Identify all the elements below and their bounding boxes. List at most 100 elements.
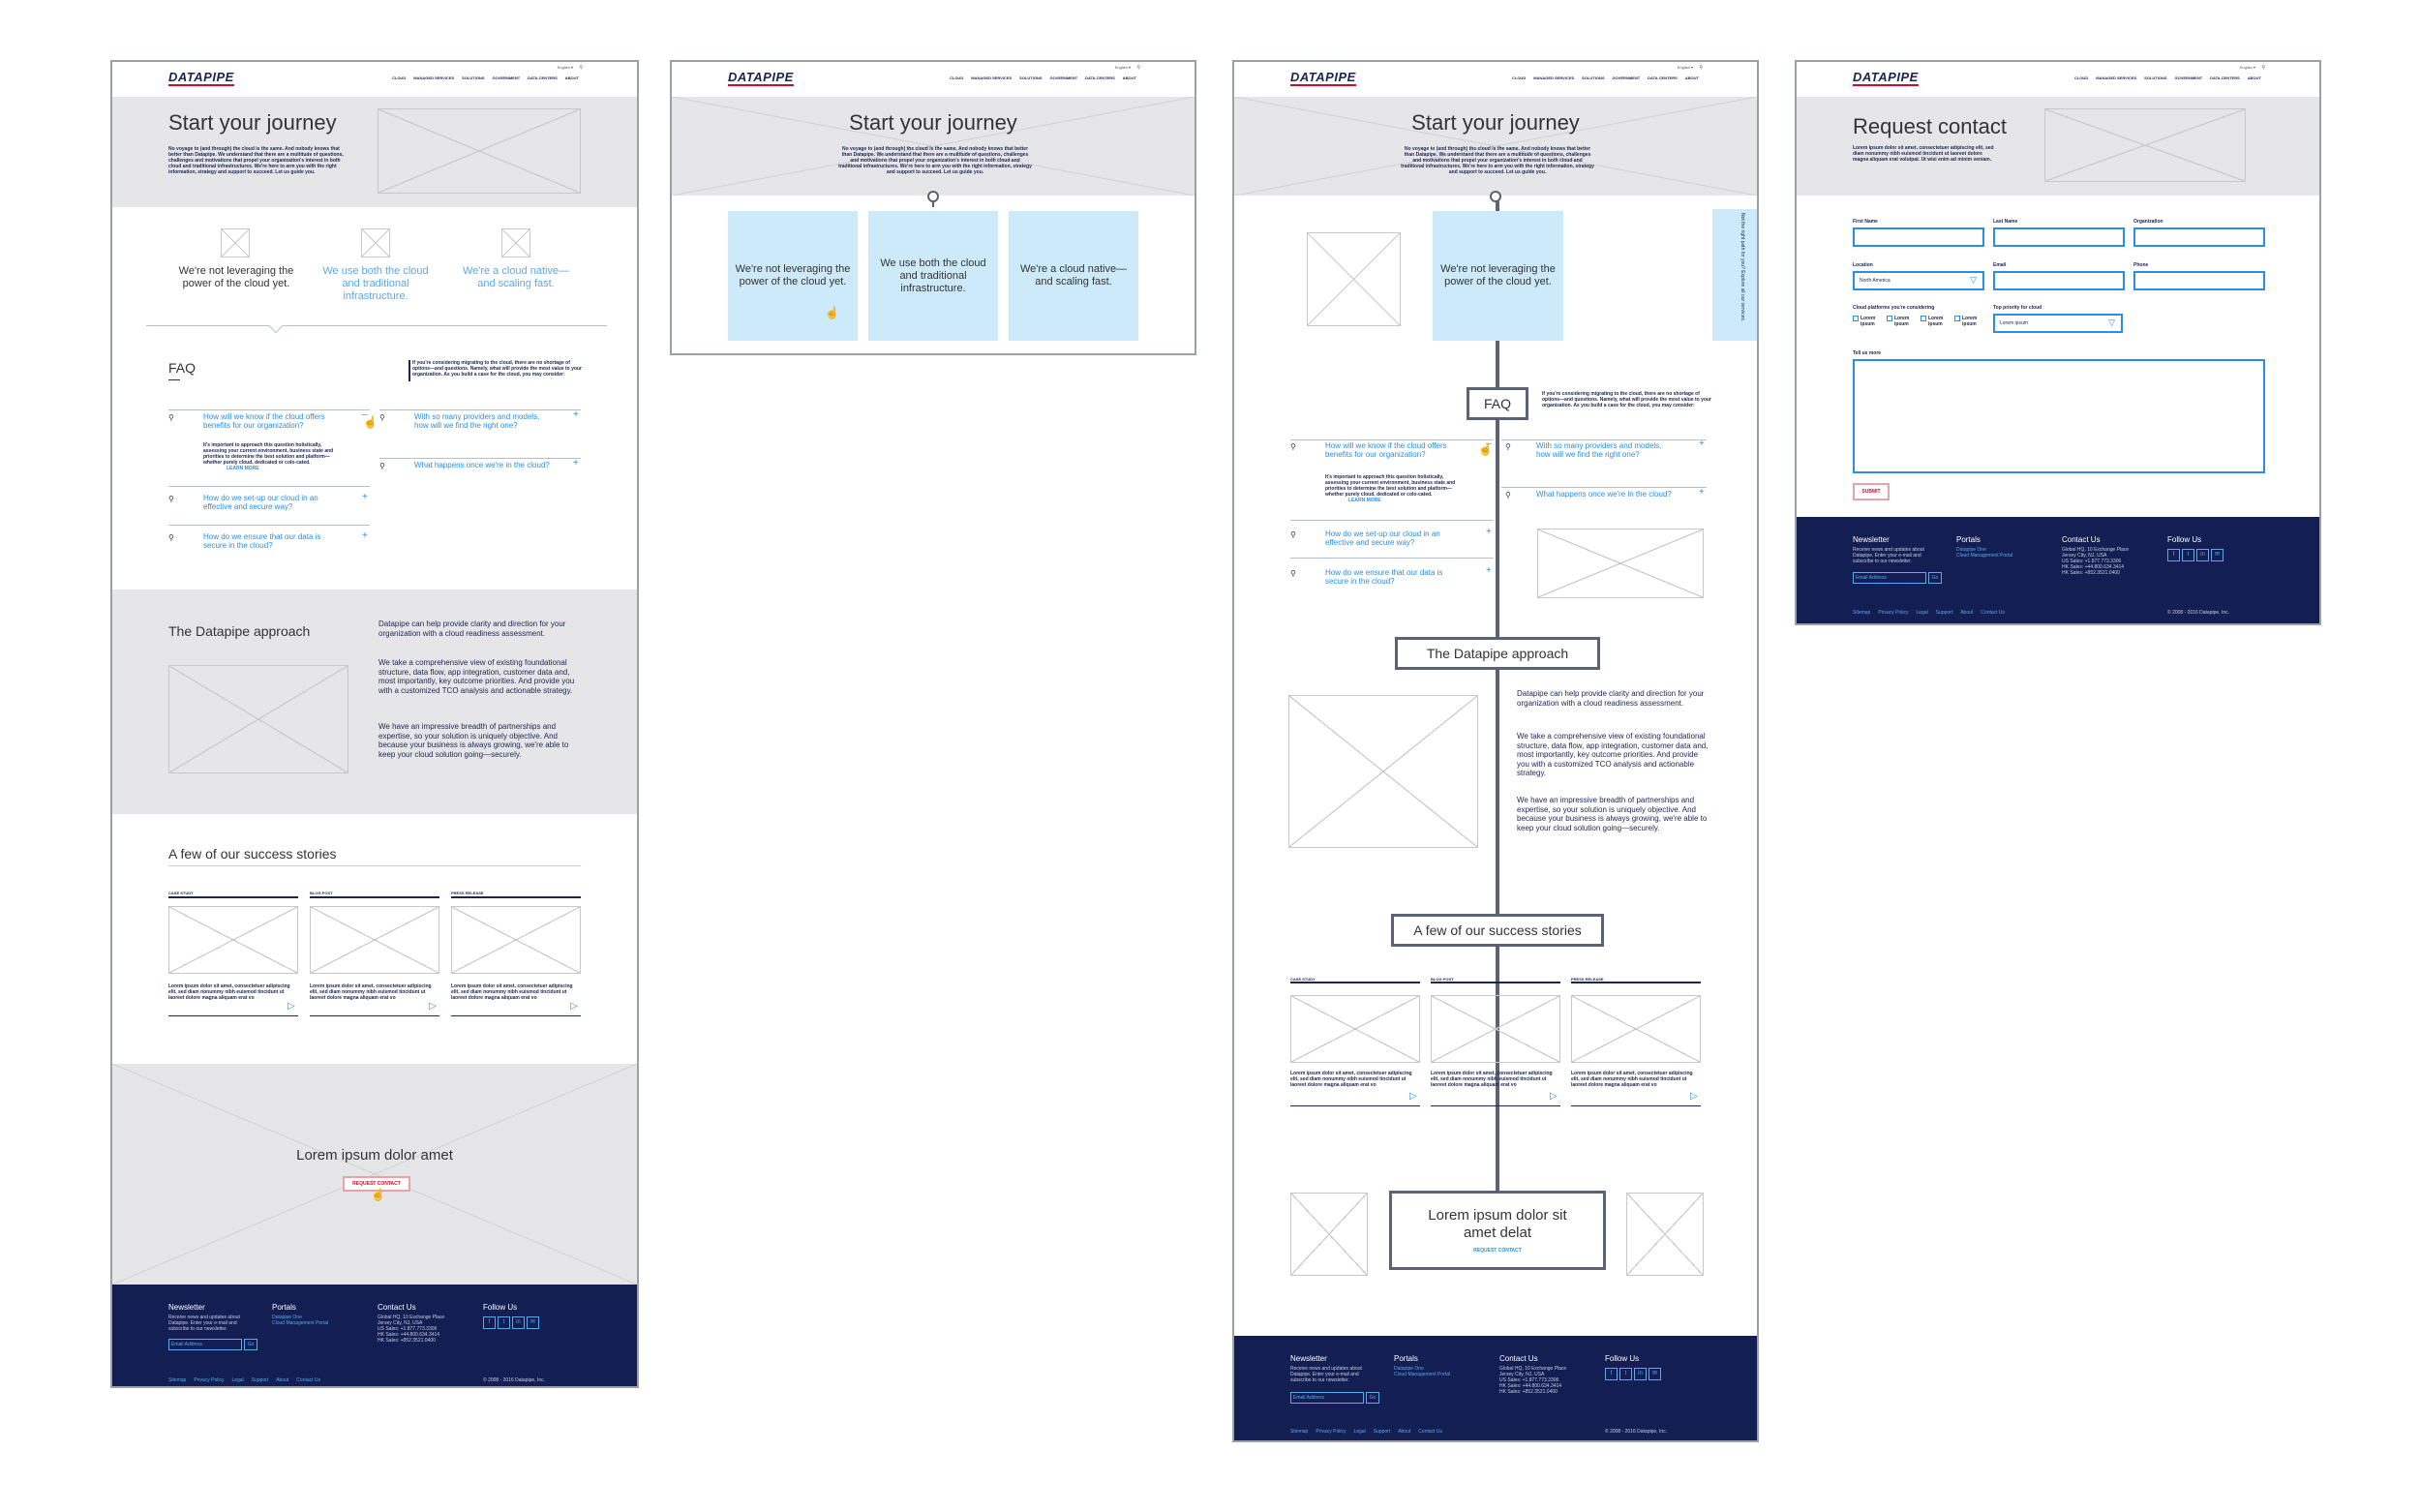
faq-question-3[interactable]: How do we ensure that our data is secure… bbox=[1325, 568, 1443, 586]
expand-icon[interactable]: + bbox=[1486, 565, 1492, 576]
choice-not-leveraging[interactable]: We're not leveraging the power of the cl… bbox=[1433, 211, 1563, 341]
go-button[interactable]: Go bbox=[1366, 1392, 1379, 1404]
expand-icon[interactable]: + bbox=[573, 409, 579, 420]
nav-item-data-centers[interactable]: DATA CENTERS bbox=[528, 76, 558, 80]
submit-button[interactable]: SUBMIT bbox=[1853, 483, 1890, 500]
datapipe-logo[interactable]: DATAPIPE bbox=[1853, 70, 1919, 86]
portal-link-1[interactable]: Datapipe One bbox=[1394, 1366, 1424, 1372]
search-icon[interactable]: ⚲ bbox=[2261, 65, 2265, 71]
nav-item-data-centers[interactable]: DATA CENTERS bbox=[1648, 76, 1678, 80]
faq-question-3[interactable]: How do we ensure that our data is secure… bbox=[203, 532, 321, 550]
nav-item-government[interactable]: GOVERNMENT bbox=[1612, 76, 1641, 80]
nav-item-managed-services[interactable]: MANAGED SERVICES bbox=[971, 76, 1013, 80]
nav-item-government[interactable]: GOVERNMENT bbox=[1049, 76, 1078, 80]
language-selector[interactable]: English ▾ bbox=[1114, 65, 1131, 70]
portal-link-2[interactable]: Cloud Management Portal bbox=[1394, 1372, 1451, 1377]
twitter-icon[interactable]: t bbox=[2182, 549, 2194, 561]
portal-link-1[interactable]: Datapipe One bbox=[272, 1315, 302, 1320]
platform-checkbox-4[interactable] bbox=[1954, 316, 1960, 321]
nav-item-solutions[interactable]: SOLUTIONS bbox=[2144, 76, 2167, 80]
datapipe-logo[interactable]: DATAPIPE bbox=[728, 70, 794, 86]
expand-icon[interactable]: + bbox=[362, 530, 368, 541]
footer-link-contact[interactable]: Contact Us bbox=[1981, 610, 2006, 616]
faq-question-2[interactable]: How do we set-up our cloud in an effecti… bbox=[1325, 529, 1440, 547]
last-name-input[interactable] bbox=[1993, 227, 2125, 247]
portal-link-1[interactable]: Datapipe One bbox=[1956, 547, 1986, 553]
request-contact-button[interactable]: REQUEST CONTACT bbox=[343, 1176, 410, 1192]
request-contact-link[interactable]: REQUEST CONTACT bbox=[1473, 1248, 1522, 1254]
faq-question-1[interactable]: How will we know if the cloud offers ben… bbox=[203, 412, 325, 430]
footer-link-about[interactable]: About bbox=[1398, 1429, 1411, 1435]
faq-question-4[interactable]: With so many providers and models, how w… bbox=[414, 412, 540, 430]
nav-item-about[interactable]: ABOUT bbox=[2247, 76, 2261, 80]
linkedin-icon[interactable]: in bbox=[512, 1316, 525, 1329]
datapipe-logo[interactable]: DATAPIPE bbox=[1290, 70, 1356, 86]
choice-cloud-native[interactable]: We're a cloud native—and scaling fast. bbox=[1009, 211, 1138, 341]
nav-item-solutions[interactable]: SOLUTIONS bbox=[1019, 76, 1043, 80]
email-input[interactable] bbox=[1993, 271, 2125, 290]
go-button[interactable]: Go bbox=[244, 1339, 257, 1350]
choice-hybrid[interactable]: We use both the cloud and traditional in… bbox=[322, 265, 429, 302]
footer-link-privacy[interactable]: Privacy Policy bbox=[194, 1377, 225, 1383]
nav-item-solutions[interactable]: SOLUTIONS bbox=[1582, 76, 1605, 80]
expand-icon[interactable]: + bbox=[573, 458, 579, 469]
linkedin-icon[interactable]: in bbox=[1634, 1368, 1647, 1380]
choice-not-leveraging[interactable]: We're not leveraging the power of the cl… bbox=[178, 265, 294, 289]
portal-link-2[interactable]: Cloud Management Portal bbox=[1956, 553, 2013, 559]
footer-link-legal[interactable]: Legal bbox=[231, 1377, 244, 1383]
choice-cloud-native[interactable]: We're a cloud native—and scaling fast. bbox=[462, 265, 570, 289]
location-select[interactable]: North America ▽ bbox=[1853, 271, 1984, 290]
faq-question-5[interactable]: What happens once we're in the cloud? bbox=[1536, 490, 1672, 499]
facebook-icon[interactable]: f bbox=[1605, 1368, 1618, 1380]
choice-not-leveraging[interactable]: We're not leveraging the power of the cl… bbox=[728, 211, 858, 341]
learn-more-link[interactable]: LEARN MORE bbox=[227, 466, 259, 471]
platform-checkbox-2[interactable] bbox=[1887, 316, 1892, 321]
footer-link-sitemap[interactable]: Sitemap bbox=[168, 1377, 187, 1383]
nav-item-managed-services[interactable]: MANAGED SERVICES bbox=[413, 76, 455, 80]
choice-hybrid[interactable]: We use both the cloud and traditional in… bbox=[868, 211, 998, 341]
nav-item-about[interactable]: ABOUT bbox=[564, 76, 579, 80]
side-tab[interactable]: Not the right path for you? Explore all … bbox=[1712, 209, 1757, 341]
footer-link-contact[interactable]: Contact Us bbox=[296, 1377, 321, 1383]
go-button[interactable]: Go bbox=[1928, 572, 1942, 584]
search-icon[interactable]: ⚲ bbox=[1699, 65, 1703, 71]
language-selector[interactable]: English ▾ bbox=[2239, 65, 2255, 70]
footer-link-sitemap[interactable]: Sitemap bbox=[1853, 610, 1871, 616]
portal-link-2[interactable]: Cloud Management Portal bbox=[272, 1320, 329, 1326]
play-icon[interactable]: ▷ bbox=[570, 1001, 578, 1012]
tell-us-textarea[interactable] bbox=[1853, 359, 2265, 473]
email-icon[interactable]: ✉ bbox=[527, 1316, 539, 1329]
language-selector[interactable]: English ▾ bbox=[557, 65, 573, 70]
collapse-icon[interactable]: – bbox=[1486, 438, 1492, 449]
first-name-input[interactable] bbox=[1853, 227, 1984, 247]
faq-question-2[interactable]: How do we set-up our cloud in an effecti… bbox=[203, 494, 318, 511]
expand-icon[interactable]: + bbox=[1486, 527, 1492, 537]
collapse-icon[interactable]: – bbox=[362, 409, 368, 420]
twitter-icon[interactable]: t bbox=[498, 1316, 510, 1329]
footer-link-sitemap[interactable]: Sitemap bbox=[1290, 1429, 1309, 1435]
search-icon[interactable]: ⚲ bbox=[1136, 65, 1140, 71]
expand-icon[interactable]: + bbox=[1699, 487, 1705, 498]
footer-link-about[interactable]: About bbox=[1960, 610, 1974, 616]
email-icon[interactable]: ✉ bbox=[1649, 1368, 1661, 1380]
phone-input[interactable] bbox=[2133, 271, 2265, 290]
footer-link-contact[interactable]: Contact Us bbox=[1418, 1429, 1443, 1435]
nav-item-cloud[interactable]: CLOUD bbox=[391, 76, 407, 80]
faq-question-4[interactable]: With so many providers and models, how w… bbox=[1536, 441, 1662, 459]
footer-link-support[interactable]: Support bbox=[1935, 610, 1953, 616]
play-icon[interactable]: ▷ bbox=[1550, 1091, 1558, 1102]
search-icon[interactable]: ⚲ bbox=[579, 65, 583, 71]
nav-item-managed-services[interactable]: MANAGED SERVICES bbox=[2096, 76, 2137, 80]
email-input[interactable]: Email Address bbox=[1290, 1392, 1364, 1404]
nav-item-about[interactable]: ABOUT bbox=[1122, 76, 1136, 80]
nav-item-data-centers[interactable]: DATA CENTERS bbox=[2210, 76, 2240, 80]
footer-link-about[interactable]: About bbox=[276, 1377, 289, 1383]
play-icon[interactable]: ▷ bbox=[287, 1001, 295, 1012]
email-icon[interactable]: ✉ bbox=[2211, 549, 2223, 561]
footer-link-legal[interactable]: Legal bbox=[1353, 1429, 1366, 1435]
nav-item-cloud[interactable]: CLOUD bbox=[949, 76, 964, 80]
nav-item-solutions[interactable]: SOLUTIONS bbox=[462, 76, 485, 80]
linkedin-icon[interactable]: in bbox=[2196, 549, 2209, 561]
nav-item-about[interactable]: ABOUT bbox=[1684, 76, 1699, 80]
organization-input[interactable] bbox=[2133, 227, 2265, 247]
